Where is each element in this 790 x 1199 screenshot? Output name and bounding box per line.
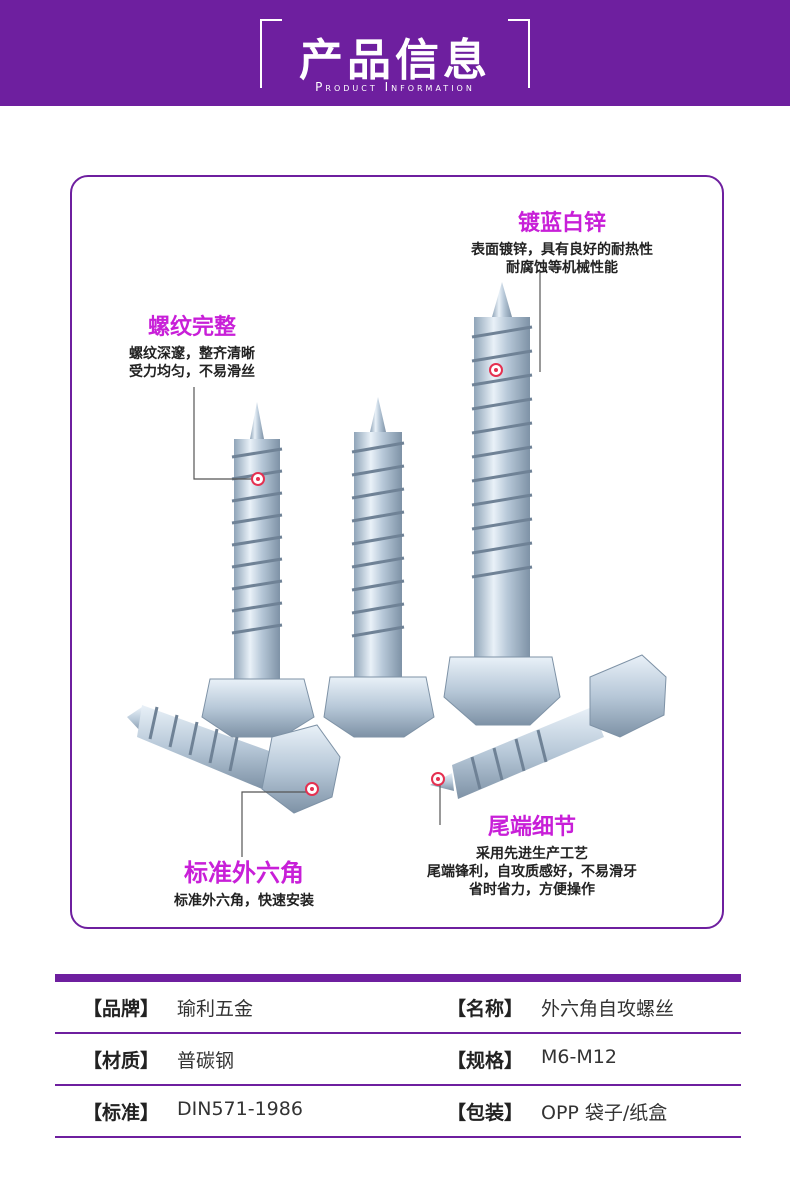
spec-value: M6-M12 [541, 1046, 617, 1068]
callout-title: 标准外六角 [184, 859, 304, 887]
spec-value: OPP 袋子/纸盒 [541, 1102, 668, 1124]
page-title: 产品信息 [299, 35, 491, 86]
callout-zinc: 镀蓝白锌 表面镀锌，具有良好的耐热性 耐腐蚀等机械性能 [432, 205, 692, 277]
spec-table: 【品牌】 瑜利五金 【名称】 外六角自攻螺丝 【材质】 普碳钢 【规格】 M6-… [55, 974, 741, 1138]
callout-title: 螺纹完整 [147, 315, 236, 340]
screw-lying-left [127, 705, 341, 814]
spec-value: 外六角自攻螺丝 [541, 998, 675, 1020]
table-row: 【品牌】 瑜利五金 【名称】 外六角自攻螺丝 [55, 982, 741, 1034]
screw-right [443, 282, 561, 726]
frame-corner [260, 19, 282, 71]
screws-illustration [127, 270, 667, 857]
header-banner: 产品信息 Product Information [0, 0, 790, 106]
spec-key: 【标准】 [83, 1102, 160, 1124]
callout-desc: 螺纹深邃，整齐清晰 [129, 346, 255, 362]
screw-middle [323, 397, 435, 738]
spec-key: 【名称】 [447, 998, 524, 1020]
callout-markers [251, 363, 503, 796]
page-subtitle: Product Information [315, 80, 475, 94]
title-frame: 产品信息 [260, 19, 530, 88]
spec-key: 【品牌】 [83, 998, 160, 1020]
spec-key: 【规格】 [447, 1050, 524, 1072]
table-top-bar [55, 974, 741, 982]
callout-lines [193, 270, 541, 857]
callout-desc: 标准外六角，快速安装 [174, 893, 314, 909]
callout-thread: 螺纹完整 螺纹深邃，整齐清晰 受力均匀，不易滑丝 [102, 309, 282, 381]
frame-corner [508, 19, 530, 71]
spec-value: 瑜利五金 [177, 998, 254, 1020]
table-row: 【材质】 普碳钢 【规格】 M6-M12 [55, 1034, 741, 1086]
callout-desc: 尾端锋利，自攻质感好，不易滑牙 [427, 864, 637, 880]
screw-left [201, 402, 315, 738]
callout-title: 镀蓝白锌 [517, 211, 606, 236]
frame-corner [260, 68, 282, 88]
table-row: 【标准】 DIN571-1986 【包装】 OPP 袋子/纸盒 [55, 1086, 741, 1138]
callout-tail: 尾端细节 采用先进生产工艺 尾端锋利，自攻质感好，不易滑牙 省时省力，方便操作 [397, 809, 667, 899]
screw-lying-right [430, 654, 667, 799]
callout-desc: 省时省力，方便操作 [469, 882, 595, 898]
spec-key: 【材质】 [83, 1050, 160, 1072]
frame-corner [508, 68, 530, 88]
callout-hex: 标准外六角 标准外六角，快速安装 [134, 853, 354, 910]
callout-title: 尾端细节 [487, 815, 576, 840]
spec-value: DIN571-1986 [177, 1098, 303, 1120]
spec-value: 普碳钢 [177, 1050, 235, 1072]
product-photo-card: 镀蓝白锌 表面镀锌，具有良好的耐热性 耐腐蚀等机械性能 螺纹完整 螺纹深邃，整齐… [70, 175, 724, 929]
callout-desc: 表面镀锌，具有良好的耐热性 [471, 242, 653, 258]
callout-desc: 受力均匀，不易滑丝 [129, 364, 255, 380]
callout-desc: 采用先进生产工艺 [476, 846, 588, 862]
callout-desc: 耐腐蚀等机械性能 [506, 260, 618, 276]
spec-key: 【包装】 [447, 1102, 524, 1124]
